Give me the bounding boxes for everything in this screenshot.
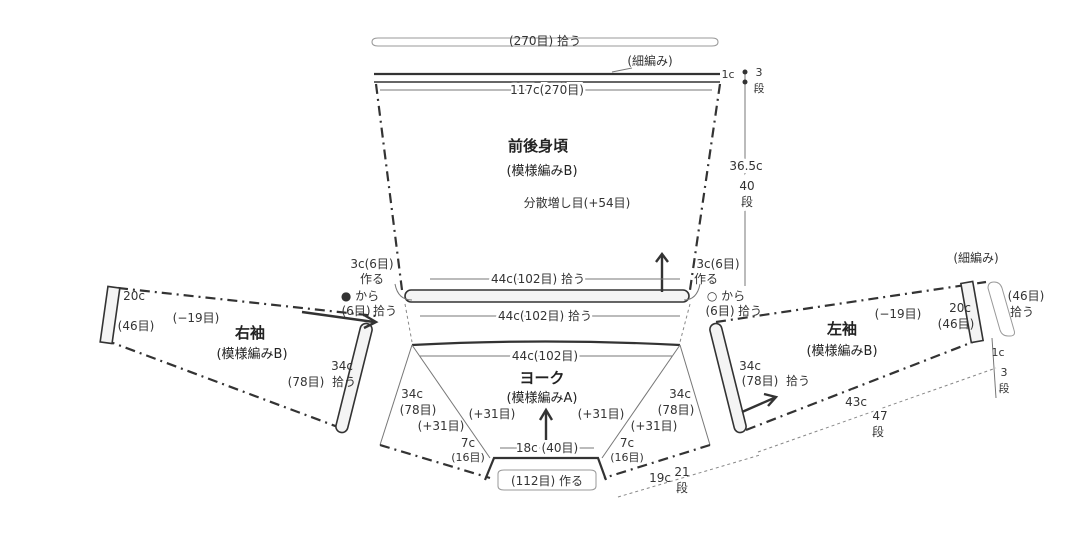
yoke-pattern: (模様編みA) <box>506 390 577 406</box>
yoke-bottom-start: (112目) 作る <box>511 474 583 488</box>
left-sleeve-from: ○ から <box>707 289 745 303</box>
yoke-piece: 44c(102目) 拾う 44c(102目) ヨーク (模様編みA) 34c (… <box>379 303 761 498</box>
left-sleeve-edge-rows: 3 <box>1001 366 1008 379</box>
body-bottom-pickup-label: 44c(102目) 拾う <box>491 271 585 286</box>
yoke-side-right-cm: 34c <box>669 387 691 401</box>
yoke-corner-left-cm: 7c <box>461 436 475 450</box>
left-sleeve-length-cm: 43c <box>845 395 867 409</box>
body-rows-label: 40 <box>739 179 754 193</box>
yoke-top-pickup: 44c(102目) 拾う <box>498 308 592 323</box>
yoke-inc-outer-right: (+31目) <box>631 419 678 433</box>
left-sleeve-cuff-pickup: 拾う <box>1010 304 1034 319</box>
body-bottom-band <box>404 289 690 303</box>
yoke-side-left-st: (78目) <box>400 403 437 417</box>
yoke-height-rows: 21 <box>674 465 689 479</box>
right-sleeve-cuff-st: (46目) <box>118 319 155 333</box>
yoke-side-right-st: (78目) <box>658 403 695 417</box>
body-edge-height: 1c <box>721 68 734 81</box>
body-piece: (270目) 拾う (細編み) 117c(270目) 前後身頃 (模様編みB) … <box>371 33 766 303</box>
yoke-title: ヨーク <box>519 369 564 387</box>
left-sleeve-cuff-pickup-st: (46目) <box>1008 289 1045 303</box>
left-sleeve-length-unit: 段 <box>872 424 884 439</box>
yoke-corner-right-cm: 7c <box>620 436 634 450</box>
right-sleeve-from: ● から <box>341 289 379 303</box>
left-sleeve-title: 左袖 <box>826 320 857 338</box>
yoke-height-unit: 段 <box>676 480 688 495</box>
yoke-inc-inner-right: (+31目) <box>578 407 625 421</box>
body-edge-rows-unit: 段 <box>754 81 765 95</box>
left-sleeve-cuff-cm: 20c <box>949 301 971 315</box>
yoke-corner-left-st: (16目) <box>451 451 485 464</box>
right-sleeve-side-pickup: 拾う <box>332 374 356 389</box>
left-sleeve-edge-cm: 1c <box>991 346 1004 359</box>
body-pattern: (模様編みB) <box>506 163 577 179</box>
right-sleeve-dec: (−19目) <box>173 311 220 325</box>
left-sleeve-side-pickup: 拾う <box>786 373 810 388</box>
right-sleeve-side-cm: 34c <box>331 359 353 373</box>
underarm-left-cm: 3c(6目) <box>350 257 393 271</box>
yoke-corner-right-st: (16目) <box>610 451 644 464</box>
body-edge-rows: 3 <box>756 66 763 79</box>
body-title: 前後身頃 <box>508 137 569 155</box>
left-sleeve-pickup: 拾う <box>738 303 762 318</box>
left-sleeve-piece: 左袖 (模様編みB) ○ から (6目) 拾う (−19目) 20c (46目)… <box>706 250 1045 453</box>
yoke-inc-inner-left: (+31目) <box>469 407 516 421</box>
yoke-bottom-cm: 18c (40目) <box>516 441 578 455</box>
left-sleeve-side-cm: 34c <box>739 359 761 373</box>
left-sleeve-cuff <box>959 280 985 344</box>
yoke-side-left-cm: 34c <box>401 387 423 401</box>
right-sleeve-pickup: 拾う <box>373 303 397 318</box>
right-sleeve-side-st: (78目) <box>288 375 325 389</box>
underarm-left-make: 作る <box>360 272 384 286</box>
left-sleeve-length-rows: 47 <box>872 409 887 423</box>
underarm-right: 3c(6目) 作る <box>683 257 740 301</box>
left-sleeve-side-band <box>709 322 747 434</box>
underarm-right-cm: 3c(6目) <box>696 257 739 271</box>
right-sleeve-pattern: (模様編みB) <box>216 346 287 362</box>
left-sleeve-pattern: (模様編みB) <box>806 343 877 359</box>
right-sleeve-side-band <box>335 322 373 434</box>
left-sleeve-cuff-st: (46目) <box>938 317 975 331</box>
body-rows-unit: 段 <box>741 194 753 209</box>
left-sleeve-side-st: (78目) <box>742 374 779 388</box>
underarm-left: 3c(6目) 作る <box>350 257 413 301</box>
right-sleeve-from-st: (6目) <box>342 304 371 318</box>
body-increase-label: 分散増し目(+54目) <box>524 195 631 210</box>
right-sleeve-title: 右袖 <box>235 324 265 342</box>
yoke-top-width: 44c(102目) <box>512 349 578 363</box>
yoke-inc-outer-left: (+31目) <box>418 419 465 433</box>
body-edging-label: (細編み) <box>627 53 672 68</box>
left-sleeve-edge-unit: 段 <box>999 381 1010 395</box>
right-sleeve-piece: 右袖 (模様編みB) ● から (6目) 拾う (−19目) 20c (46目)… <box>99 285 397 434</box>
right-sleeve-cuff-cm: 20c <box>123 289 145 303</box>
yoke-height-cm: 19c <box>649 471 671 485</box>
right-sleeve-cuff <box>99 285 121 345</box>
left-sleeve-from-st: (6目) <box>706 304 735 318</box>
body-pickup-top-label: (270目) 拾う <box>509 33 581 48</box>
left-sleeve-cuff-edging: (細編み) <box>953 250 998 265</box>
left-sleeve-dec: (−19目) <box>875 307 922 321</box>
underarm-right-make: 作る <box>694 272 718 286</box>
body-height-label: 36.5c <box>729 159 762 173</box>
body-width-label: 117c(270目) <box>510 83 584 97</box>
